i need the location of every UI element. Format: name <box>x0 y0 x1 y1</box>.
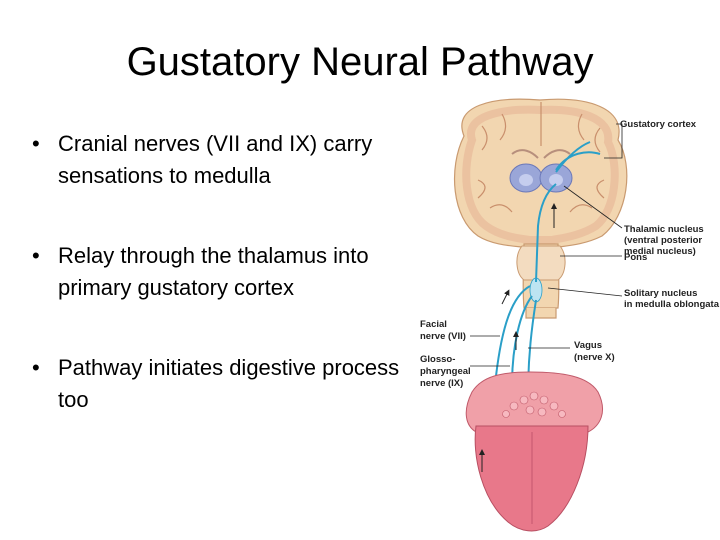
bullet-item: • Pathway initiates digestive process to… <box>28 352 428 416</box>
label-thalamic-nucleus: Thalamic nucleus <box>624 224 704 235</box>
label-thalamic-nucleus-detail: medial nucleus) <box>624 246 696 257</box>
label-facial-nerve: Facial <box>420 319 447 330</box>
slide-title: Gustatory Neural Pathway <box>126 40 594 84</box>
bullet-icon: • <box>32 131 40 156</box>
bullet-item: • Relay through the thalamus into primar… <box>28 240 428 304</box>
label-vagus-nerve-detail: (nerve X) <box>574 352 615 363</box>
label-glossopharyngeal-nerve: Glosso- <box>420 354 455 365</box>
label-thalamic-nucleus-detail: (ventral posterior <box>624 235 702 246</box>
label-glossopharyngeal-nerve-detail: pharyngeal <box>420 366 471 377</box>
tongue-illustration <box>465 371 603 532</box>
label-pons: Pons <box>624 252 647 263</box>
bullet-icon: • <box>32 355 40 380</box>
bullet-list: • Cranial nerves (VII and IX) carry sens… <box>28 128 428 464</box>
bullet-text: Cranial nerves (VII and IX) carry sensat… <box>58 131 373 188</box>
label-vagus-nerve: Vagus <box>574 340 602 351</box>
leader-lines <box>470 123 623 367</box>
bullet-text: Relay through the thalamus into primary … <box>58 243 369 300</box>
label-solitary-nucleus: Solitary nucleus <box>624 288 697 299</box>
brain-section <box>453 98 628 319</box>
label-facial-nerve-detail: nerve (VII) <box>420 331 466 342</box>
bullet-item: • Cranial nerves (VII and IX) carry sens… <box>28 128 428 192</box>
gustatory-pathway-figure: Gustatory cortex Thalamic nucleus (ventr… <box>412 96 720 540</box>
bullet-icon: • <box>32 243 40 268</box>
label-gustatory-cortex: Gustatory cortex <box>620 119 697 130</box>
bullet-text: Pathway initiates digestive process too <box>58 355 400 412</box>
label-glossopharyngeal-nerve-detail: nerve (IX) <box>420 378 463 389</box>
label-solitary-nucleus-detail: in medulla oblongata <box>624 299 720 310</box>
direction-arrows <box>479 203 557 472</box>
